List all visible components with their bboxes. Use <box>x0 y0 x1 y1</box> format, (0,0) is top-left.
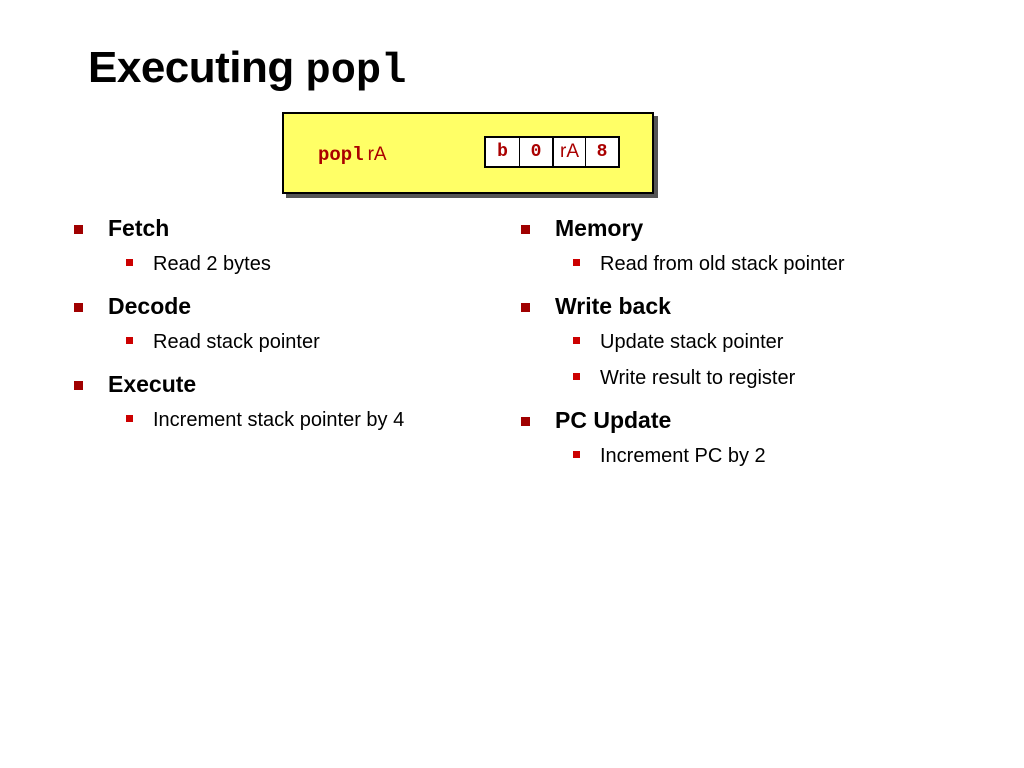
slide-title: Executing popl <box>88 40 406 99</box>
bullet-icon <box>521 417 530 426</box>
stage-point: Read 2 bytes <box>153 253 271 275</box>
instruction-operand: rA <box>367 144 387 165</box>
bullet-icon <box>74 225 83 234</box>
stage-heading: Memory <box>555 215 644 241</box>
right-column: Memory Read from old stack pointer Write… <box>517 210 845 474</box>
bullet-icon <box>74 303 83 312</box>
encoding-byte0-hi: b <box>497 142 508 162</box>
encoding-byte0-lo: 0 <box>519 138 552 166</box>
sub-bullet-icon <box>126 259 133 266</box>
stage-heading: PC Update <box>555 407 672 433</box>
stage-point: Read stack pointer <box>153 331 320 353</box>
stage-execute: Execute Increment stack pointer by 4 <box>70 366 404 438</box>
encoding-byte1-lo: 8 <box>585 138 618 166</box>
stage-write-back: Write back Update stack pointer Write re… <box>517 288 845 396</box>
stage-point: Update stack pointer <box>600 331 784 353</box>
bullet-icon <box>521 303 530 312</box>
stage-heading: Fetch <box>108 215 170 241</box>
slide-title-code: popl <box>305 47 407 95</box>
stage-point: Write result to register <box>600 367 796 389</box>
stage-point: Read from old stack pointer <box>600 253 845 275</box>
stage-heading: Decode <box>108 293 192 319</box>
bullet-icon <box>74 381 83 390</box>
stage-memory: Memory Read from old stack pointer <box>517 210 845 282</box>
encoding-byte1-hi: rA <box>552 138 585 166</box>
sub-bullet-icon <box>573 259 580 266</box>
instruction-encoding: b 0 rA 8 <box>484 136 620 168</box>
sub-bullet-icon <box>573 337 580 344</box>
stage-point: Increment stack pointer by 4 <box>153 409 405 431</box>
stage-pc-update: PC Update Increment PC by 2 <box>517 402 845 474</box>
sub-bullet-icon <box>126 415 133 422</box>
bullet-icon <box>521 225 530 234</box>
instruction-mnemonic: popl <box>318 144 364 166</box>
sub-bullet-icon <box>573 451 580 458</box>
stage-heading: Write back <box>555 293 671 319</box>
stage-fetch: Fetch Read 2 bytes <box>70 210 404 282</box>
stage-point: Increment PC by 2 <box>600 445 766 467</box>
sub-bullet-icon <box>126 337 133 344</box>
sub-bullet-icon <box>573 373 580 380</box>
left-column: Fetch Read 2 bytes Decode Read stack poi… <box>70 210 404 438</box>
slide-title-prefix: Executing <box>88 43 306 92</box>
stage-heading: Execute <box>108 371 197 397</box>
stage-decode: Decode Read stack pointer <box>70 288 404 360</box>
